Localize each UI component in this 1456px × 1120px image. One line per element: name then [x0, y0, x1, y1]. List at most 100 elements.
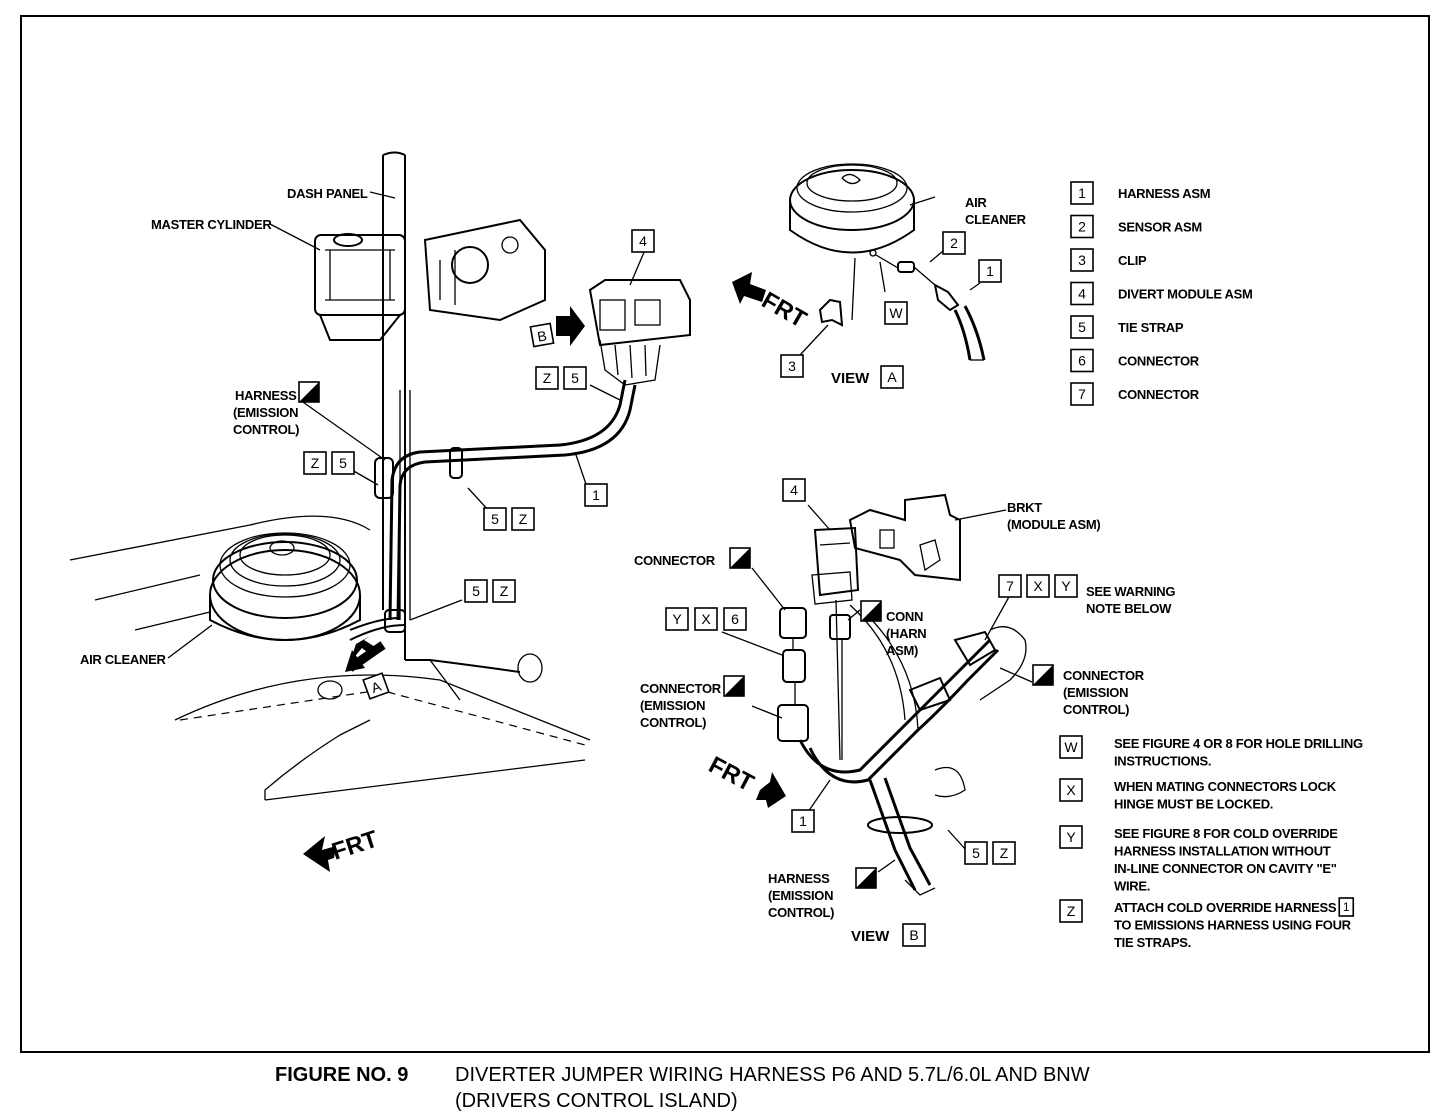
note-line: INSTRUCTIONS. [1114, 754, 1211, 769]
svg-text:AIR: AIR [965, 195, 987, 210]
svg-text:Y: Y [672, 611, 682, 627]
note-line: HINGE MUST BE LOCKED. [1114, 797, 1273, 812]
view-a-drawing [789, 163, 986, 361]
svg-text:Z: Z [519, 511, 528, 527]
legend-key-box [1070, 214, 1094, 239]
svg-text:5: 5 [472, 583, 480, 599]
svg-text:CONTROL): CONTROL) [1063, 702, 1129, 717]
legend-item: 5 TIE STRAP [1070, 315, 1184, 339]
air-cleaner-left [209, 532, 361, 641]
svg-text:1: 1 [799, 813, 807, 829]
arrow-a: A [345, 636, 390, 700]
note-key-box [1059, 899, 1083, 923]
note-line: IN-LINE CONNECTOR ON CAVITY "E" [1114, 861, 1337, 876]
legend-key: 5 [1078, 319, 1086, 335]
legend-key-box [1070, 248, 1094, 272]
legend-item: 7 CONNECTOR [1070, 382, 1200, 406]
harness-routing [349, 379, 637, 641]
legend-text: CONNECTOR [1118, 354, 1200, 369]
note-line: TIE STRAPS. [1114, 935, 1191, 950]
svg-text:2: 2 [950, 235, 958, 251]
svg-text:NOTE BELOW: NOTE BELOW [1086, 601, 1172, 616]
legend-text: TIE STRAP [1118, 320, 1184, 335]
frt-label-view-b: FRT [704, 751, 758, 797]
svg-text:CONTROL): CONTROL) [233, 422, 299, 437]
callout-group-5z-low: 5 Z [464, 579, 516, 603]
svg-text:B: B [909, 927, 918, 943]
svg-text:VIEW: VIEW [831, 370, 870, 387]
legend-key-box [1070, 315, 1094, 339]
legend-item: 6 CONNECTOR [1070, 348, 1200, 373]
svg-text:6: 6 [731, 611, 739, 627]
label-see-warning: SEE WARNING NOTE BELOW [1086, 584, 1176, 616]
svg-text:5: 5 [972, 845, 980, 861]
svg-text:3: 3 [788, 358, 796, 374]
svg-text:1: 1 [986, 263, 994, 279]
label-air-cleaner-view-a: AIR CLEANER [965, 195, 1027, 227]
note-inline-ref: 1 [1343, 900, 1350, 914]
note-key-box [1059, 735, 1083, 759]
callout-group-1-view-b: 1 [791, 809, 815, 833]
arrow-b: B [529, 306, 585, 348]
label-dash-panel: DASH PANEL [287, 186, 368, 201]
note-key-box [1059, 825, 1083, 849]
label-air-cleaner: AIR CLEANER [80, 652, 166, 667]
legend-key: 6 [1078, 353, 1086, 369]
note-line: WIRE. [1114, 879, 1150, 894]
svg-text:ASM): ASM) [886, 643, 918, 658]
note-key: Y [1066, 829, 1076, 845]
frt-arrow-left: FRT [303, 826, 382, 872]
callout-group-1-left: 1 [584, 483, 608, 507]
svg-text:(EMISSION: (EMISSION [1063, 685, 1128, 700]
svg-text:1: 1 [592, 487, 600, 503]
label-harness-emission: HARNESS (EMISSION CONTROL) [233, 381, 320, 437]
legend-text: HARNESS ASM [1118, 186, 1210, 201]
svg-text:CLEANER: CLEANER [965, 212, 1027, 227]
legend-key: 4 [1078, 286, 1086, 302]
divert-module [588, 279, 691, 386]
view-a-title: VIEW A [831, 365, 904, 389]
label-connector-emission-right: CONNECTOR (EMISSION CONTROL) [1032, 664, 1145, 717]
legend-key: 7 [1078, 386, 1086, 402]
svg-text:HARNESS: HARNESS [768, 871, 830, 886]
note-key-box [1059, 778, 1083, 802]
legend-key: 3 [1078, 252, 1086, 268]
caption-line-2: (DRIVERS CONTROL ISLAND) [455, 1090, 738, 1112]
svg-text:CONTROL): CONTROL) [640, 715, 706, 730]
svg-text:HARNESS: HARNESS [235, 388, 297, 403]
figure-frame [20, 15, 1430, 1053]
svg-text:VIEW: VIEW [851, 928, 890, 945]
svg-text:SEE WARNING: SEE WARNING [1086, 584, 1175, 599]
label-harness-view-b: HARNESS (EMISSION CONTROL) [768, 867, 877, 920]
callout-group-5z-view-b: 5 Z [964, 841, 1016, 865]
label-master-cylinder: MASTER CYLINDER [151, 217, 272, 232]
svg-text:(EMISSION: (EMISSION [640, 698, 705, 713]
note-key: W [1064, 739, 1078, 755]
legend-text: CLIP [1118, 253, 1147, 268]
wiring-diagram: B A FRT DASH PANEL MASTER CYLINDER HARNE… [69, 151, 1363, 950]
note-line: SEE FIGURE 4 OR 8 FOR HOLE DRILLING [1114, 736, 1363, 751]
legend-key: 1 [1078, 185, 1086, 201]
callout-group-4-view-b: 4 [782, 478, 806, 502]
svg-text:Y: Y [1061, 578, 1071, 594]
svg-text:5: 5 [571, 370, 579, 386]
note-inline-ref-box [1338, 897, 1355, 917]
label-brkt: BRKT (MODULE ASM) [1007, 500, 1101, 532]
note-line: ATTACH COLD OVERRIDE HARNESS [1114, 900, 1337, 915]
label-connector-emission-left: CONNECTOR (EMISSION CONTROL) [640, 675, 745, 730]
svg-text:5: 5 [491, 511, 499, 527]
legend-key: 2 [1078, 219, 1086, 235]
callout-group-yx6: Y X 6 [665, 607, 747, 631]
figure-number: FIGURE NO. 9 [275, 1064, 409, 1086]
label-conn-harn-asm: CONN (HARN ASM) [860, 600, 927, 658]
legend-text: CONNECTOR [1118, 387, 1200, 402]
legend-item: 1 HARNESS ASM [1070, 181, 1211, 205]
svg-text:Z: Z [311, 455, 320, 471]
note-key: Z [1067, 903, 1076, 919]
callout-group-7xy: 7 X Y [998, 574, 1078, 598]
